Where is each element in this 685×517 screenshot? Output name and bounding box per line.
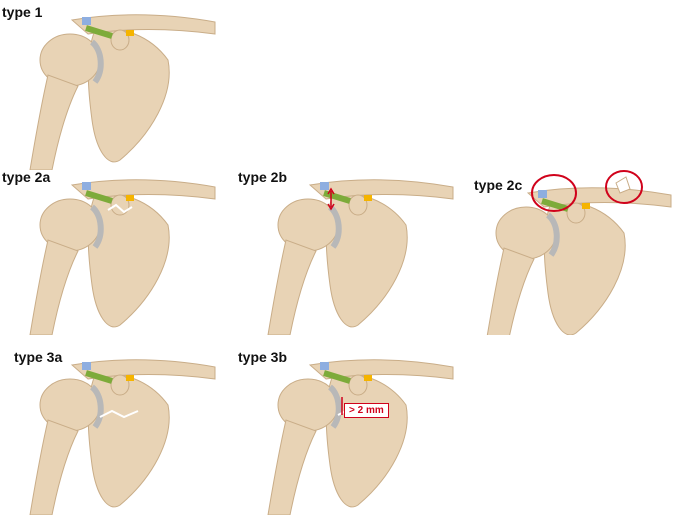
panel-label: type 2a [2, 169, 51, 185]
highlight-circle [605, 170, 643, 204]
measurement-annotation: > 2 mm [344, 403, 389, 418]
shoulder-illustration [0, 165, 230, 335]
panel-type-2a: type 2a [0, 165, 230, 335]
shoulder-illustration [474, 170, 684, 335]
panel-label: type 1 [2, 4, 43, 20]
shoulder-illustration [0, 345, 230, 515]
shoulder-illustration [238, 165, 468, 335]
panel-type-3b: type 3b > 2 mm [238, 345, 468, 515]
panel-label: type 3a [14, 349, 63, 365]
shoulder-illustration [0, 0, 230, 170]
panel-type-3a: type 3a [0, 345, 230, 515]
panel-label: type 3b [238, 349, 288, 365]
fracture-line [107, 203, 133, 214]
panel-type-2c: type 2c [474, 165, 685, 335]
shoulder-illustration [238, 345, 468, 515]
fracture-line [99, 409, 139, 419]
highlight-circle [531, 174, 577, 212]
panel-type-2b: type 2b [238, 165, 468, 335]
panel-label: type 2b [238, 169, 288, 185]
panel-label: type 2c [474, 177, 523, 193]
panel-type-1: type 1 [0, 0, 230, 170]
